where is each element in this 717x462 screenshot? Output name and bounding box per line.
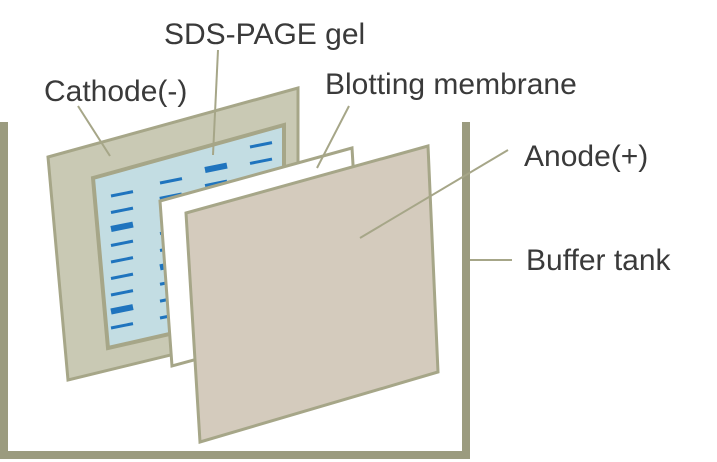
gel-band [159, 177, 183, 185]
cathode-leader-line [77, 105, 111, 157]
membrane-label: Blotting membrane [325, 68, 577, 101]
gel-band [110, 289, 134, 297]
tank-label: Buffer tank [526, 244, 672, 277]
gel-band [110, 239, 134, 247]
membrane-leader-line [316, 105, 350, 169]
gel-band [110, 190, 134, 198]
gel-band [249, 141, 273, 149]
gel-band [110, 206, 134, 214]
anode-leader-line [359, 149, 509, 239]
buffer-tank [0, 122, 470, 459]
gel-band [110, 304, 134, 315]
gel-band [249, 157, 273, 165]
gel-band [110, 322, 134, 330]
gel-band [204, 179, 228, 188]
gel-band [110, 256, 134, 264]
gel-band [110, 272, 134, 280]
gel-label: SDS-PAGE gel [164, 18, 365, 51]
cathode-label: Cathode(-) [44, 75, 187, 108]
gel-band [110, 221, 134, 232]
gel-leader-line [212, 49, 219, 156]
anode-label: Anode(+) [524, 140, 648, 173]
gel-band [204, 162, 228, 173]
anode-plate [184, 144, 440, 444]
